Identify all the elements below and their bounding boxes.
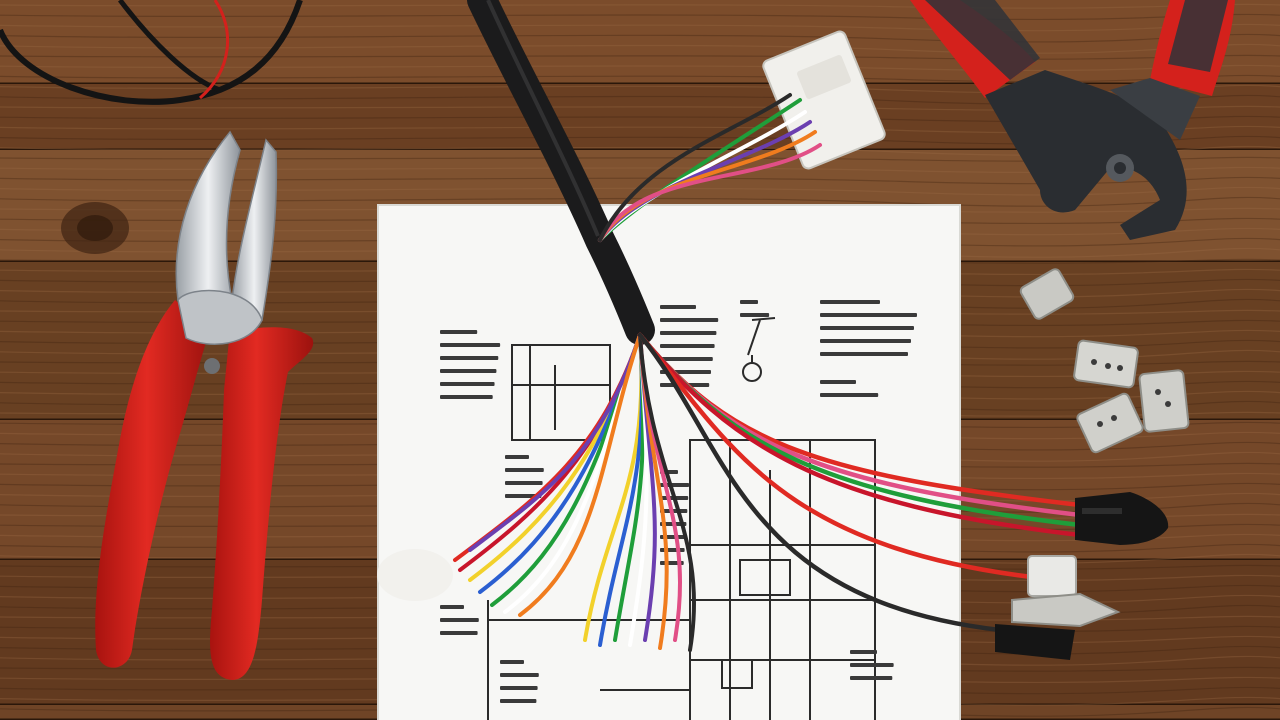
terminal-1 bbox=[1019, 268, 1075, 320]
schematic-block-left bbox=[511, 344, 611, 441]
schematic-lines bbox=[487, 317, 876, 720]
label-mark bbox=[820, 326, 914, 330]
paper-edge bbox=[377, 204, 961, 720]
label-mark bbox=[440, 618, 479, 622]
label-mark bbox=[660, 548, 685, 552]
paper-sheet bbox=[378, 205, 960, 720]
label-mark bbox=[850, 663, 894, 667]
label-mark bbox=[440, 605, 464, 609]
wire-strand bbox=[518, 333, 642, 617]
wiring-diagram-sheet bbox=[377, 204, 961, 720]
label-mark bbox=[660, 331, 717, 335]
pliers-spring bbox=[204, 358, 220, 374]
label-mark bbox=[820, 352, 908, 356]
pliers-jaw-left bbox=[175, 130, 241, 301]
schematic-component bbox=[739, 559, 791, 596]
label-mark bbox=[740, 300, 758, 304]
label-mark bbox=[440, 343, 501, 347]
wire-bundle bbox=[453, 93, 1083, 652]
label-mark bbox=[820, 339, 911, 343]
pliers-handle-left bbox=[95, 300, 210, 668]
cutter-head bbox=[985, 70, 1187, 240]
label-mark bbox=[500, 673, 539, 677]
loose-terminals bbox=[1019, 268, 1190, 454]
wire-strand bbox=[637, 332, 1083, 538]
label-mark bbox=[660, 357, 713, 361]
label-mark bbox=[850, 650, 877, 654]
label-mark bbox=[660, 305, 696, 309]
wire-strand bbox=[637, 332, 1003, 633]
label-mark bbox=[505, 481, 543, 485]
wood-plank bbox=[0, 0, 1280, 84]
label-mark bbox=[505, 455, 529, 459]
terminal-4 bbox=[1076, 392, 1144, 454]
connector-boot bbox=[995, 624, 1075, 660]
label-mark bbox=[820, 313, 917, 317]
label-mark bbox=[500, 686, 538, 690]
grain-line bbox=[0, 166, 1280, 174]
wire-strand bbox=[598, 143, 822, 242]
label-mark bbox=[500, 699, 537, 703]
label-mark bbox=[440, 631, 478, 635]
pliers-pivot bbox=[177, 289, 263, 345]
pliers-jaw-right bbox=[231, 138, 278, 322]
cutter-grip-left bbox=[925, 0, 1040, 80]
white-connector-top bbox=[762, 30, 886, 170]
wire-strand bbox=[637, 332, 1043, 581]
label-mark bbox=[440, 330, 478, 334]
label-mark bbox=[660, 344, 715, 348]
label-mark bbox=[820, 380, 856, 384]
wire-strand bbox=[638, 333, 697, 652]
pliers-handle-right bbox=[210, 327, 314, 680]
terminal-3 bbox=[1138, 369, 1190, 433]
grain-line bbox=[0, 156, 1280, 162]
wire-cutter bbox=[910, 0, 1235, 240]
label-mark bbox=[505, 468, 544, 472]
label-mark bbox=[820, 393, 879, 397]
wire-strand bbox=[468, 333, 642, 552]
wire-strand bbox=[598, 93, 792, 242]
label-mark bbox=[500, 660, 524, 664]
schematic-block-main bbox=[689, 439, 876, 720]
black-connector-right bbox=[1075, 492, 1169, 545]
label-mark bbox=[850, 676, 893, 680]
label-mark bbox=[440, 369, 497, 373]
label-mark bbox=[740, 313, 770, 317]
spade-connector bbox=[995, 555, 1121, 660]
cutter-jaw bbox=[1110, 78, 1200, 140]
label-mark bbox=[440, 356, 499, 360]
label-mark bbox=[440, 382, 495, 386]
schematic-component-small bbox=[721, 659, 753, 689]
label-mark bbox=[660, 318, 719, 322]
red-pliers bbox=[95, 130, 314, 680]
coiled-cable bbox=[0, 0, 303, 105]
wood-knot-core bbox=[77, 215, 113, 241]
cutter-grip-right bbox=[1168, 0, 1228, 72]
label-mark bbox=[440, 395, 493, 399]
schematic-label-marks bbox=[440, 300, 917, 703]
label-mark bbox=[820, 300, 880, 304]
white-connector-bottom bbox=[377, 549, 453, 601]
